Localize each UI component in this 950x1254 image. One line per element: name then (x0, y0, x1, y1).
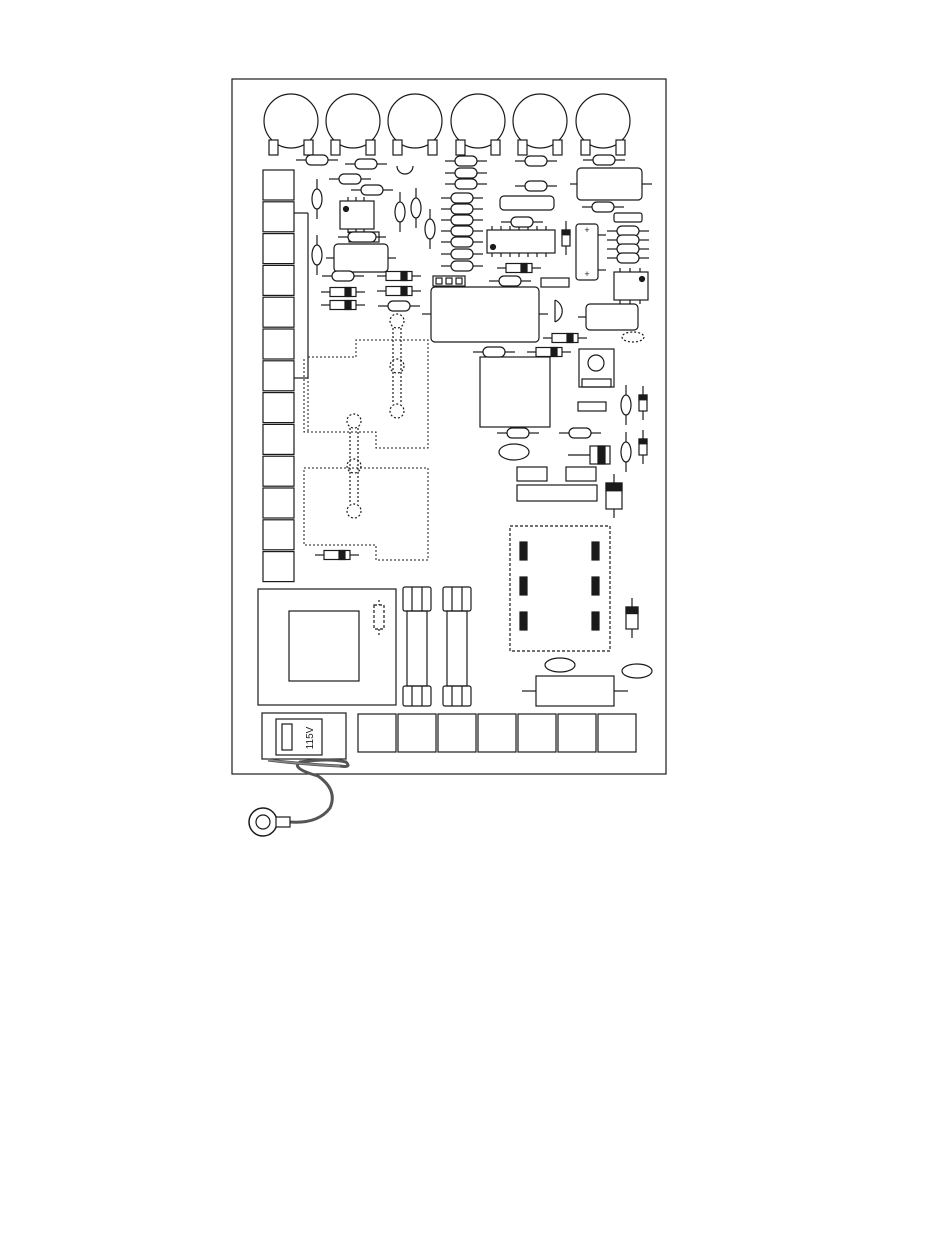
potentiometer (576, 94, 630, 155)
potentiometer (513, 94, 567, 155)
potentiometer (326, 94, 380, 155)
svg-text:+: + (584, 269, 589, 279)
potentiometer (451, 94, 505, 155)
ring-terminal (249, 808, 277, 836)
svg-text:+: + (584, 225, 589, 235)
potentiometer (388, 94, 442, 155)
potentiometer (264, 94, 318, 155)
board-outline (232, 79, 666, 774)
voltage-label: 115V (305, 726, 316, 749)
